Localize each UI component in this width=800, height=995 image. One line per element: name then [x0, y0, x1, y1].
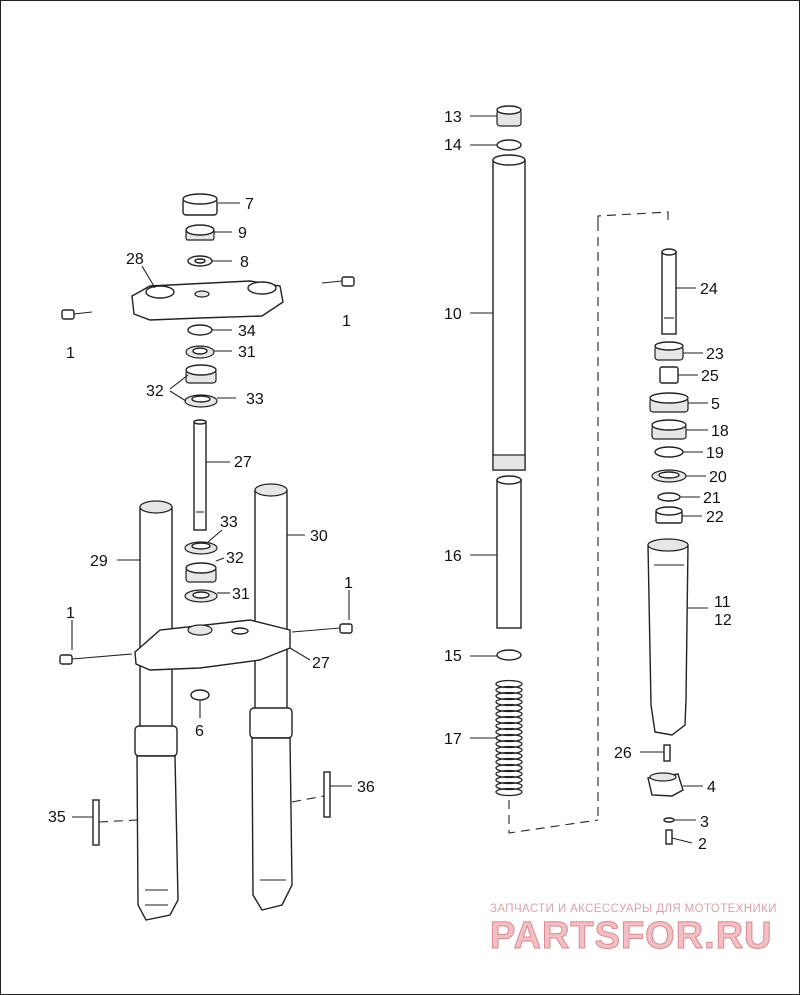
callout-1: 1 [66, 345, 75, 362]
callout-3: 3 [700, 814, 709, 831]
part-bearing-upper [185, 364, 217, 384]
callout-18: 18 [711, 423, 729, 440]
callout-27: 27 [312, 655, 330, 672]
callout-15: 15 [444, 648, 462, 665]
callout-33: 33 [220, 514, 238, 531]
part-bolt-upper-left [61, 309, 93, 320]
callout-31: 31 [232, 586, 250, 603]
callout-20: 20 [709, 469, 727, 486]
part-damper-rod [496, 475, 522, 629]
part-fork-leg-left [134, 500, 179, 921]
callout-10: 10 [444, 306, 462, 323]
callout-32: 32 [146, 383, 164, 400]
watermark: ЗАПЧАСТИ И АКСЕССУАРЫ ДЛЯ МОТОТЕХНИКИ PA… [490, 903, 777, 958]
callout-4: 4 [707, 779, 716, 796]
part-fork-leg-right [249, 483, 293, 911]
callout-1: 1 [66, 605, 75, 622]
callout-24: 24 [700, 281, 718, 298]
callout-21: 21 [703, 490, 721, 507]
part-spring [495, 679, 523, 797]
callout-19: 19 [706, 445, 724, 462]
part-bolt-lower-left [59, 653, 133, 665]
callout-23: 23 [706, 346, 724, 363]
callout-7: 7 [245, 196, 254, 213]
callout-9: 9 [238, 225, 247, 242]
watermark-brand: PARTSFOR.RU [490, 915, 773, 957]
callout-36: 36 [357, 779, 375, 796]
callout-28: 28 [126, 251, 144, 268]
callout-5: 5 [711, 396, 720, 413]
callout-35: 35 [48, 809, 66, 826]
callout-31: 31 [238, 344, 256, 361]
callout-1: 1 [344, 575, 353, 592]
part-fork-tube [492, 154, 526, 471]
callout-16: 16 [444, 548, 462, 565]
left-fork-assembly [59, 193, 355, 921]
callout-34: 34 [238, 323, 256, 340]
part-lower-bracket [134, 619, 291, 671]
callout-13: 13 [444, 109, 462, 126]
callout-6: 6 [195, 723, 204, 740]
part-steering-stem [193, 419, 207, 531]
part-plug [496, 105, 522, 127]
callout-33: 33 [246, 391, 264, 408]
part-reflector-right [323, 771, 331, 818]
part-axle-clamp [647, 772, 684, 797]
part-fork-slider [647, 538, 689, 736]
part-upper-bracket [131, 280, 284, 321]
callout-32: 32 [226, 550, 244, 567]
right-internals-assembly [470, 105, 708, 845]
watermark-tagline: ЗАПЧАСТИ И АКСЕССУАРЫ ДЛЯ МОТОТЕХНИКИ [490, 903, 777, 915]
callout-14: 14 [444, 137, 462, 154]
callout-30: 30 [310, 528, 328, 545]
part-cartridge-rod [661, 248, 677, 335]
callout-12: 12 [714, 612, 732, 629]
callout-1: 1 [342, 313, 351, 330]
part-bolt-upper-right [321, 276, 355, 287]
callout-labels: 1 1 1 1 2 3 4 5 6 7 8 9 10 11 12 13 14 1… [48, 109, 732, 853]
callout-22: 22 [706, 509, 724, 526]
callout-2: 2 [698, 836, 707, 853]
callout-8: 8 [240, 254, 249, 271]
part-reflector-left [92, 799, 100, 846]
callout-11: 11 [714, 594, 731, 611]
part-nut [185, 224, 215, 241]
part-race-upper [184, 394, 218, 408]
callout-25: 25 [701, 368, 719, 385]
callout-27: 27 [234, 454, 252, 471]
callout-26: 26 [614, 745, 632, 762]
callout-29: 29 [90, 553, 108, 570]
part-cap [182, 193, 218, 216]
callout-17: 17 [444, 731, 462, 748]
part-bolt-lower-right [291, 623, 353, 634]
